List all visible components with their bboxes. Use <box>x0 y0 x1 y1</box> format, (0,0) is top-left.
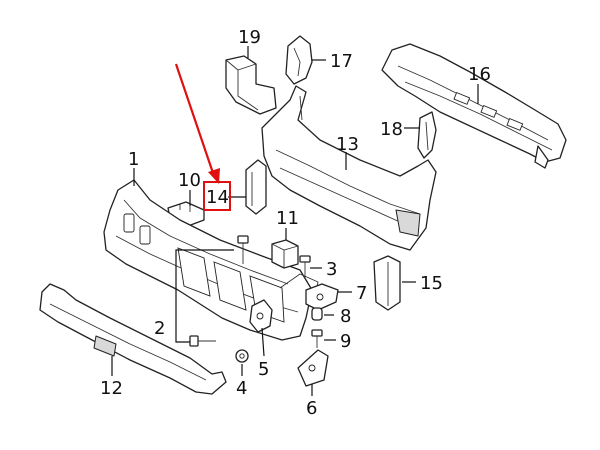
part-7-bracket <box>305 283 339 311</box>
part-19-block <box>225 55 277 115</box>
callout-5: 5 <box>258 359 269 380</box>
part-15-bracket <box>373 255 401 311</box>
fastener-2-lower-bolt <box>189 335 216 347</box>
callout-19: 19 <box>238 27 261 48</box>
part-1-radiator-support <box>103 179 319 341</box>
callout-2: 2 <box>154 318 165 339</box>
callout-17: 17 <box>330 51 353 72</box>
callout-18: 18 <box>380 119 403 140</box>
callout-14: 14 <box>206 187 229 208</box>
callout-16: 16 <box>468 64 491 85</box>
callout-6: 6 <box>306 398 317 419</box>
callout-8: 8 <box>340 306 351 327</box>
fastener-2-upper-bolt <box>237 235 249 264</box>
callout-11: 11 <box>276 208 299 229</box>
fastener-9-bolt <box>311 329 323 348</box>
part-6-plate <box>297 349 329 387</box>
part-16-upper-tie-bar <box>381 43 567 169</box>
part-14-bracket <box>245 159 267 215</box>
arrowhead-icon <box>208 168 220 184</box>
part-5-plate <box>249 299 273 333</box>
part-11-block <box>271 239 299 269</box>
part-12-lower-valance <box>39 283 227 395</box>
part-13-air-deflector <box>261 85 437 251</box>
fastener-3-bolt <box>299 255 311 278</box>
highlight-box <box>203 181 231 211</box>
fastener-8-clip <box>311 307 323 321</box>
callout-10: 10 <box>178 170 201 191</box>
callout-1: 1 <box>128 149 139 170</box>
callout-labels: 1 2 3 4 5 6 7 8 9 10 11 12 13 14 15 16 1… <box>100 27 491 419</box>
callout-3: 3 <box>326 259 337 280</box>
callout-15: 15 <box>420 273 443 294</box>
callout-7: 7 <box>356 283 367 304</box>
part-18-clip <box>417 111 437 159</box>
callout-13: 13 <box>336 134 359 155</box>
leader-lines <box>111 46 479 396</box>
part-17-side-bracket <box>285 35 313 85</box>
fastener-4-nut <box>235 349 249 363</box>
callout-9: 9 <box>340 331 351 352</box>
highlight-part-14 <box>174 63 231 211</box>
callout-12: 12 <box>100 378 123 399</box>
callout-4: 4 <box>236 378 247 399</box>
